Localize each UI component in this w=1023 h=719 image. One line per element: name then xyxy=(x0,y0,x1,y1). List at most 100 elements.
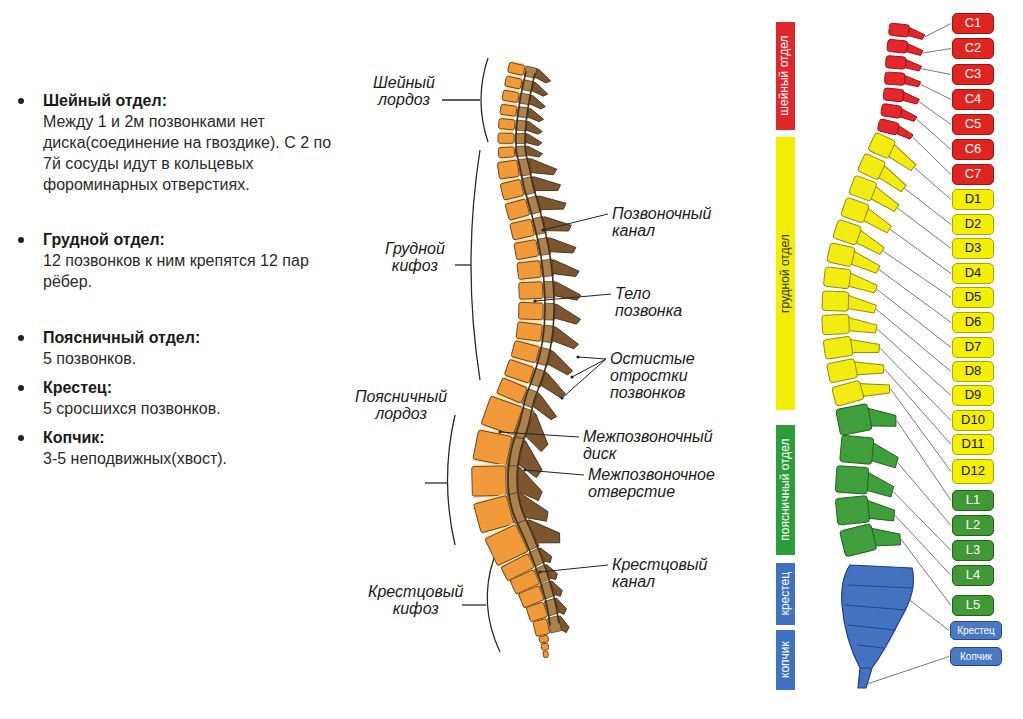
bullet-dot xyxy=(18,98,24,104)
vertebra xyxy=(498,143,543,160)
intervertebral-disc xyxy=(534,618,549,637)
section-heading: Грудной отдел: xyxy=(43,229,333,250)
vertebra xyxy=(513,231,576,263)
leader-line xyxy=(893,492,951,551)
vertebra xyxy=(539,635,549,644)
vertebral-body xyxy=(514,240,539,260)
bullet-dot xyxy=(18,335,24,341)
vertebra-code: C7 xyxy=(965,167,982,181)
spinous-process xyxy=(545,304,582,324)
vertebra-tag: D3 xyxy=(952,238,994,259)
part-label: Крестцовый канал xyxy=(612,556,707,590)
bullet-dot xyxy=(18,385,24,391)
spinous-process xyxy=(847,272,879,293)
vertebra-tag: D7 xyxy=(952,337,994,358)
leader-dot xyxy=(498,430,501,433)
spinous-process xyxy=(869,442,899,468)
vertebra xyxy=(885,56,922,72)
part-label: Шейный лордоз xyxy=(373,74,435,108)
vertebra-code: D7 xyxy=(965,340,982,354)
vertebral-body xyxy=(849,175,878,201)
vertebra-code: D1 xyxy=(965,192,982,206)
vertebra-tag: L2 xyxy=(952,515,994,536)
bullet-item: Поясничный отдел:5 позвонков. xyxy=(43,327,333,369)
sacrum-segments xyxy=(845,585,913,668)
leader-dot xyxy=(560,396,563,399)
leader-line xyxy=(877,329,951,395)
bracket xyxy=(487,558,500,652)
vertebra-code: D8 xyxy=(965,364,982,378)
spinal-canal-wall xyxy=(508,71,550,625)
spinous-process xyxy=(849,335,881,357)
leader-dot xyxy=(541,228,544,231)
vertebral-body xyxy=(543,651,549,658)
leader-line xyxy=(880,348,951,420)
vertebra-code: L5 xyxy=(966,598,980,612)
vertebra-code: L2 xyxy=(966,518,980,532)
vertebral-body xyxy=(833,219,862,245)
vertebral-body xyxy=(507,62,525,75)
vertebral-body xyxy=(836,404,872,436)
vertebra xyxy=(822,313,878,336)
intervertebral-disc xyxy=(473,428,511,467)
part-label: Остистые отростки позвонков xyxy=(610,350,695,401)
vertebra xyxy=(519,278,581,302)
leader-line xyxy=(543,214,608,230)
sacrum-shape xyxy=(842,565,914,688)
vertebral-body xyxy=(502,90,520,103)
vertebral-body xyxy=(519,282,543,299)
vertebra xyxy=(472,463,543,502)
vertebral-body xyxy=(840,435,874,464)
leader-lines xyxy=(498,24,951,685)
bullet-item: Крестец:5 сросшихся позвонков. xyxy=(43,377,333,419)
vertebral-body xyxy=(498,118,515,130)
spine-figures xyxy=(472,23,926,658)
leader-line xyxy=(867,657,949,685)
section-note: Между 1 и 2м позвонками нет диска(соедин… xyxy=(43,111,333,195)
part-label: Позвоночный канал xyxy=(612,205,711,239)
leader-line xyxy=(921,84,951,99)
leader-line xyxy=(540,565,608,572)
vertebra xyxy=(823,267,879,293)
vertebral-body xyxy=(881,103,903,118)
curve-brackets xyxy=(425,58,500,652)
leader-line xyxy=(895,516,951,576)
intervertebral-disc xyxy=(544,650,548,658)
vertebra-tag: L3 xyxy=(952,540,994,561)
section-note: 5 сросшихся позвонков. xyxy=(43,398,333,419)
vertebral-body xyxy=(823,336,853,359)
vertebral-body xyxy=(533,619,550,637)
part-label: Межпозвоночное отверстие xyxy=(588,466,715,500)
vertebra-code: L3 xyxy=(966,543,980,557)
part-label: Крестцовый кифоз xyxy=(368,583,463,617)
vertebra-tag: D11 xyxy=(952,434,994,455)
vertebral-body xyxy=(505,199,530,221)
vertebral-body xyxy=(835,496,869,525)
part-label: Поясничный лордоз xyxy=(355,388,447,422)
vertebral-body xyxy=(840,197,869,223)
bracket-tick xyxy=(455,264,471,265)
intervertebral-disc xyxy=(498,158,519,181)
bullet-dot xyxy=(18,435,24,441)
sacrum-figure xyxy=(842,565,914,688)
vertebra-tag: L4 xyxy=(952,565,994,586)
vertebral-body xyxy=(857,153,886,180)
vertebral-body xyxy=(498,133,514,143)
vertebra-tag: D6 xyxy=(952,312,994,333)
section-note: 5 позвонков. xyxy=(43,348,333,369)
vertebral-body xyxy=(500,179,524,200)
vertebra-tag: D8 xyxy=(952,361,994,382)
vertebra-code: C3 xyxy=(965,67,982,81)
leader-line xyxy=(578,357,606,359)
vertebral-body xyxy=(472,466,507,496)
leader-line xyxy=(879,270,951,323)
vertebra xyxy=(835,466,895,497)
intervertebral-disc xyxy=(499,131,513,145)
leader-line xyxy=(525,470,584,475)
vertebra-code: D10 xyxy=(961,413,985,427)
bracket xyxy=(471,150,480,380)
leader-dot xyxy=(533,299,536,302)
intervertebral-disc xyxy=(520,280,542,301)
vertebra xyxy=(518,300,581,324)
